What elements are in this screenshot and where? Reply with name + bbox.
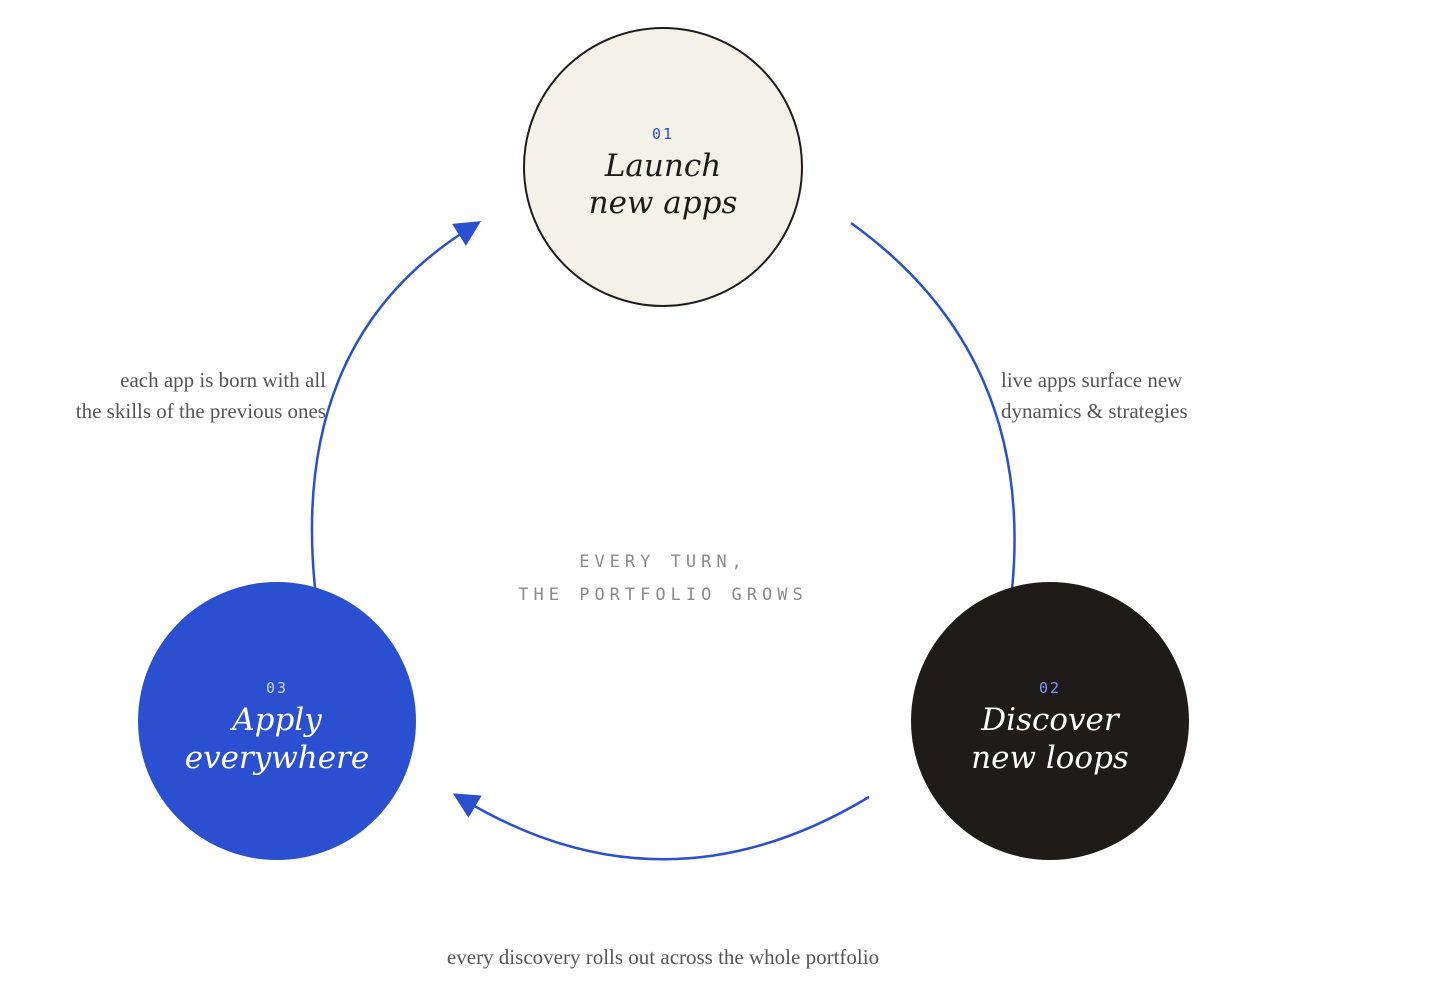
node-launch-circle: [523, 27, 803, 307]
node-discover-title-line1: Discover: [980, 702, 1121, 738]
node-discover-circle: [911, 582, 1189, 860]
node-launch-title-line1: Launch: [604, 148, 721, 184]
node-apply-title-line1: Apply: [229, 702, 322, 738]
node-launch-title-line2: new apps: [589, 185, 738, 221]
center-label-line2: THE PORTFOLIO GROWS: [518, 585, 807, 605]
node-apply-number: 03: [266, 679, 288, 697]
node-discover-number: 02: [1039, 679, 1061, 697]
arrow-apply-to-launch: [310, 221, 482, 589]
arrow-discover-to-apply: [452, 793, 870, 861]
node-discover-title-line2: new loops: [971, 740, 1129, 776]
center-label-line1: EVERY TURN,: [579, 552, 747, 572]
node-apply: 03 Apply everywhere: [138, 582, 416, 860]
edge-label-apply-launch-line2: the skills of the previous ones: [76, 399, 326, 423]
edge-label-launch-discover-line2: dynamics & strategies: [1001, 399, 1188, 423]
node-apply-title-line2: everywhere: [185, 740, 370, 776]
node-apply-circle: [138, 582, 416, 860]
node-launch: 01 Launch new apps: [523, 27, 803, 307]
edge-label-apply-launch-line1: each app is born with all: [120, 368, 326, 392]
node-launch-number: 01: [652, 125, 674, 143]
edge-label-launch-discover-line1: live apps surface new: [1001, 368, 1183, 392]
arrow-launch-to-discover: [850, 221, 1016, 591]
node-discover: 02 Discover new loops: [911, 582, 1189, 860]
edge-label-discover-apply: every discovery rolls out across the who…: [447, 945, 879, 969]
